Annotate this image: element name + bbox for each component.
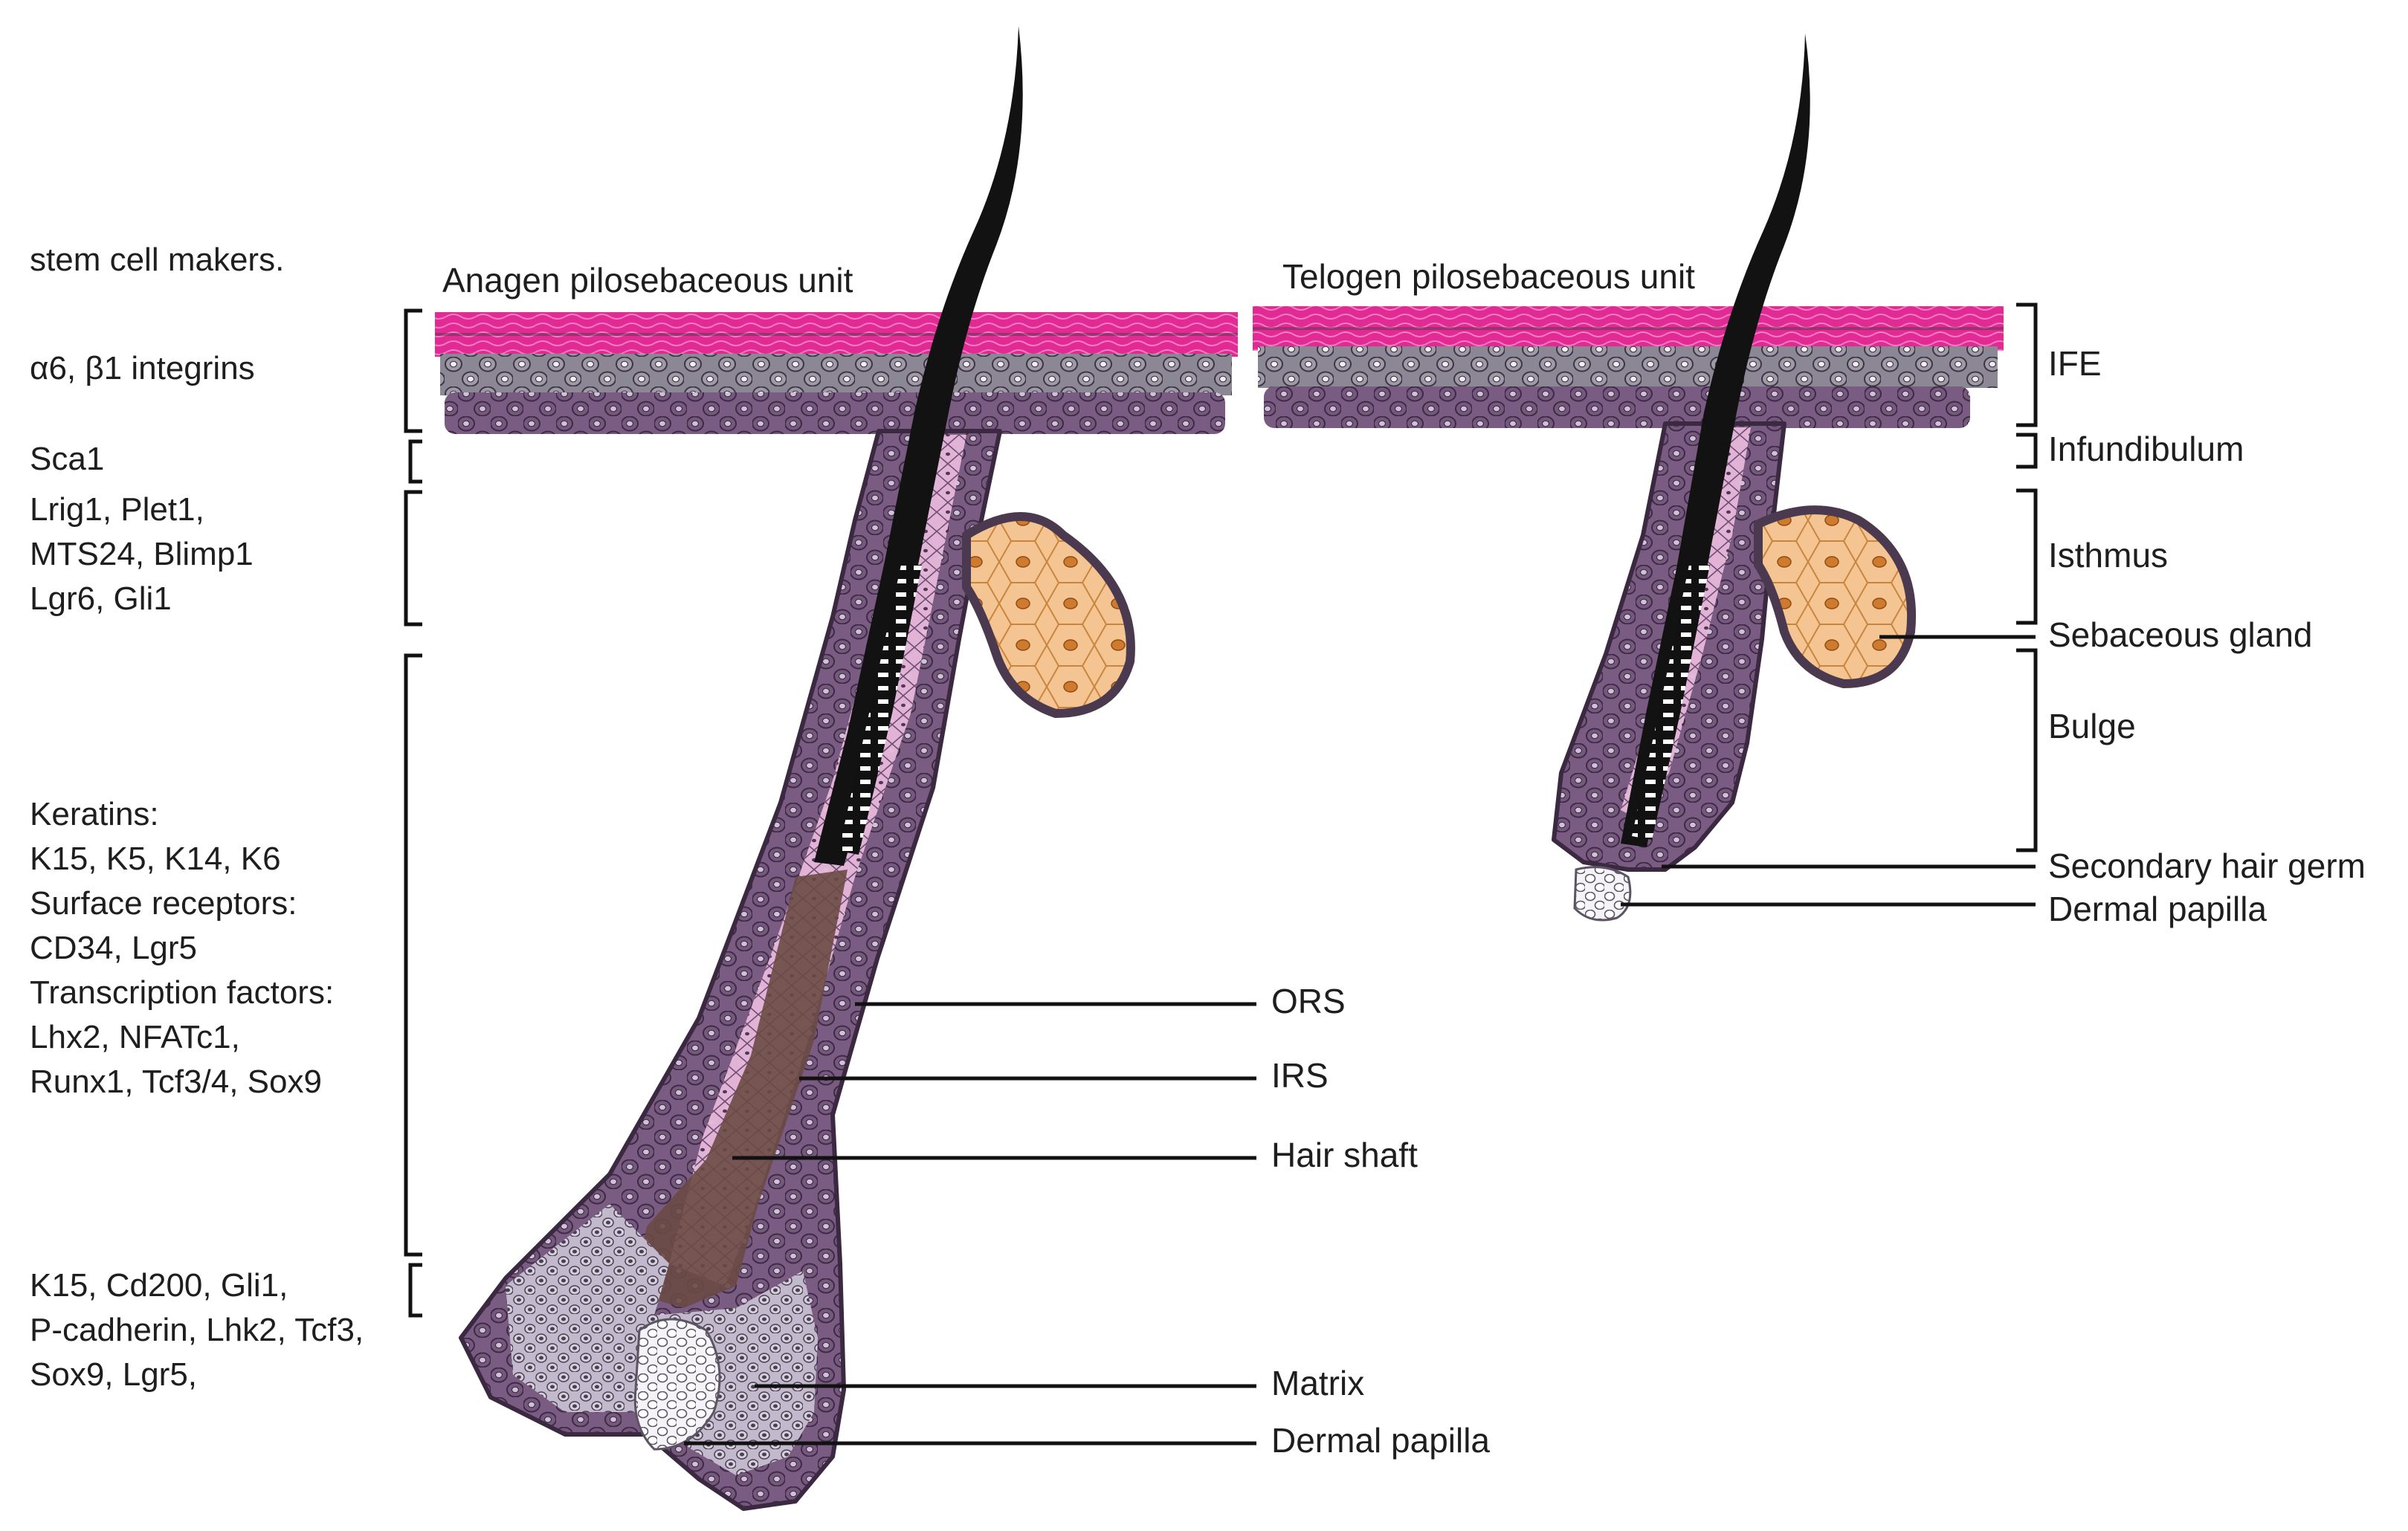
bracket-markers-infundibulum [408,439,422,484]
telogen-epidermis-spinous-layer [1258,346,1998,388]
markers-hair-germ-line: Sox9, Lgr5, [30,1356,198,1393]
markers-bulge-line: Transcription factors: [30,974,335,1011]
label-isthmus: Isthmus [2048,536,2169,574]
telogen-epidermis-pink-layer [1253,306,2004,351]
telogen-epidermis-dashed-line [1253,327,2004,330]
markers-bulge-line: Surface receptors: [30,885,297,922]
markers-isthmus-line: Lrig1, Plet1, [30,491,204,528]
label-hair-shaft: Hair shaft [1271,1136,1418,1174]
telogen-epidermis-basal-layer [1264,386,1970,428]
telogen-brackets [1621,302,2038,907]
anagen-leader-lines [684,1002,1256,1446]
anagen-hair-shaft [814,26,1023,866]
markers-isthmus-line: MTS24, Blimp1 [30,536,254,572]
markers-ife-line: α6, β1 integrins [30,350,255,386]
markers-bulge-line: CD34, Lgr5 [30,930,198,966]
markers-bulge-line: Runx1, Tcf3/4, Sox9 [30,1064,322,1100]
anagen-epidermis-spinous-layer [440,354,1232,395]
anagen-epidermis-basal-layer [445,392,1225,434]
label-secondary-hair-germ: Secondary hair germ [2048,847,2366,885]
markers-infundibulum: Sca1 [30,437,104,482]
bracket-markers-bulge [404,653,422,1257]
markers-hair-germ: K15, Cd200, Gli1, P-cadherin, Lhk2, Tcf3… [30,1263,364,1397]
anagen-title: Anagen pilosebaceous unit [442,261,853,300]
label-infundibulum: Infundibulum [2048,430,2244,468]
markers-hair-germ-line: K15, Cd200, Gli1, [30,1267,288,1304]
markers-hair-germ-line: P-cadherin, Lhk2, Tcf3, [30,1312,364,1348]
markers-infundibulum-line: Sca1 [30,441,105,477]
anagen-epidermis [435,312,1238,434]
label-ife: IFE [2048,344,2102,383]
label-dermal-papilla: Dermal papilla [1271,1421,1491,1460]
anagen-epidermis-pink-layer [435,312,1238,357]
bracket-markers-hair-germ [408,1263,422,1318]
telogen-dermal-papilla [1573,866,1632,922]
markers-bulge-line: Keratins: [30,796,159,832]
bracket-ife [2016,302,2038,427]
markers-header-text: stem cell makers. [30,242,285,278]
anagen-sebaceous-gland [962,512,1135,718]
label-irs: IRS [1271,1056,1329,1095]
label-ors: ORS [1271,982,1346,1020]
telogen-epidermis [1253,306,2004,428]
bracket-isthmus [2016,488,2038,625]
markers-bulge: Keratins: K15, K5, K14, K6 Surface recep… [30,792,334,1104]
telogen-title: Telogen pilosebaceous unit [1282,257,1695,296]
label-matrix: Matrix [1271,1364,1365,1402]
markers-bulge-line: Lhx2, NFATc1, [30,1019,240,1055]
markers-isthmus: Lrig1, Plet1, MTS24, Blimp1 Lgr6, Gli1 [30,488,254,621]
anagen-dermal-papilla [633,1318,721,1451]
telogen-sebaceous-gland [1754,505,1917,688]
anagen-follicle [459,429,1002,1511]
label-sebaceous-gland: Sebaceous gland [2048,615,2313,654]
marker-brackets [404,308,422,1318]
label-dermal-papilla-telogen: Dermal papilla [2048,890,2267,928]
markers-header: stem cell makers. [30,238,284,282]
bracket-markers-ife [404,308,422,433]
anagen-epidermis-dashed-line [435,333,1238,336]
bracket-infundibulum [2016,433,2038,469]
telogen-hair-shaft [1621,33,1810,847]
bracket-bulge [2016,648,2038,852]
label-bulge: Bulge [2048,707,2136,745]
markers-isthmus-line: Lgr6, Gli1 [30,580,172,617]
markers-bulge-line: K15, K5, K14, K6 [30,841,281,877]
markers-ife: α6, β1 integrins [30,346,255,391]
bracket-markers-isthmus [404,490,422,627]
anagen-hair-core [632,870,848,1308]
